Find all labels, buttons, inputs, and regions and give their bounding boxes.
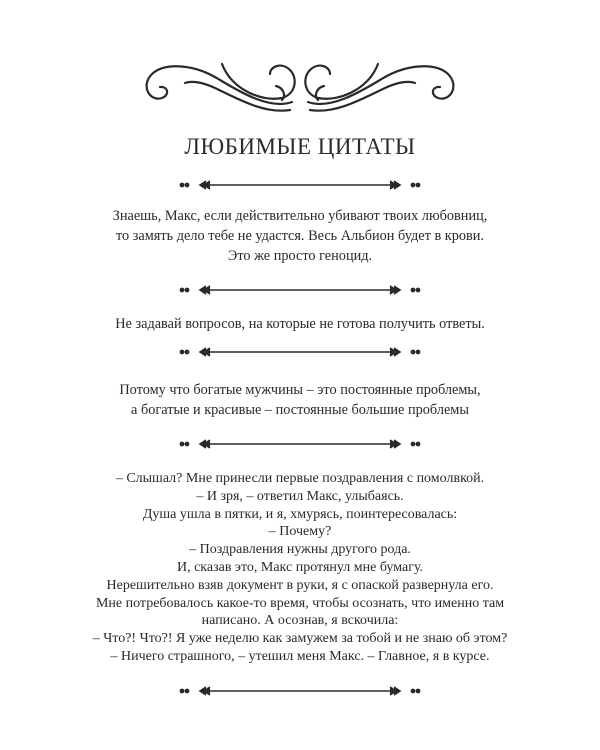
quote-line: – Почему? [268,524,332,540]
page-title: ЛЮБИМЫЕ ЦИТАТЫ [184,134,416,159]
quote-line: – Поздравления нужны другого рода. [189,542,411,558]
quote-line: то замять дело тебе не удастся. Весь Аль… [115,228,484,244]
quote-line: – Ничего страшного, – утешил меня Макс. … [110,648,490,664]
quote-line: Нерешительно взяв документ в руки, я с о… [106,577,494,593]
quote-line: Не задавай вопросов, на которые не готов… [115,316,485,332]
quote-line: Потому что богатые мужчины – это постоян… [119,382,481,398]
quote-4: – Слышал? Мне принесли первые поздравлен… [0,470,600,666]
quote-line: Душа ушла в пятки, и я, хмурясь, поинтер… [142,506,458,522]
arrow-divider-icon [178,178,422,190]
quote-line: – Что?! Что?! Я уже неделю как замужем з… [92,631,508,647]
quote-line: – Слышал? Мне принесли первые поздравлен… [115,471,485,486]
flourish-ornament-icon [145,62,455,112]
arrow-divider-icon [178,345,422,357]
quote-2: Не задавай вопросов, на которые не готов… [0,314,600,334]
quote-line: – И зря, – ответил Макс, улыбаясь. [196,488,404,504]
quote-line: И, сказав это, Макс протянул мне бумагу. [176,559,424,575]
arrow-divider-icon [178,283,422,295]
arrow-divider-icon [178,684,422,696]
quote-line: Мне потребовалось какое-то время, чтобы … [95,595,505,611]
arrow-divider-icon [178,437,422,449]
quote-line: Это же просто геноцид. [227,248,373,264]
quote-line: а богатые и красивые – постоянные больши… [131,402,469,418]
quote-1: Знаешь, Макс, если действительно убивают… [0,206,600,266]
quote-line: Знаешь, Макс, если действительно убивают… [112,208,488,224]
quote-line: написано. А осознав, я вскочила: [201,613,399,629]
quote-3: Потому что богатые мужчины – это постоян… [0,380,600,420]
